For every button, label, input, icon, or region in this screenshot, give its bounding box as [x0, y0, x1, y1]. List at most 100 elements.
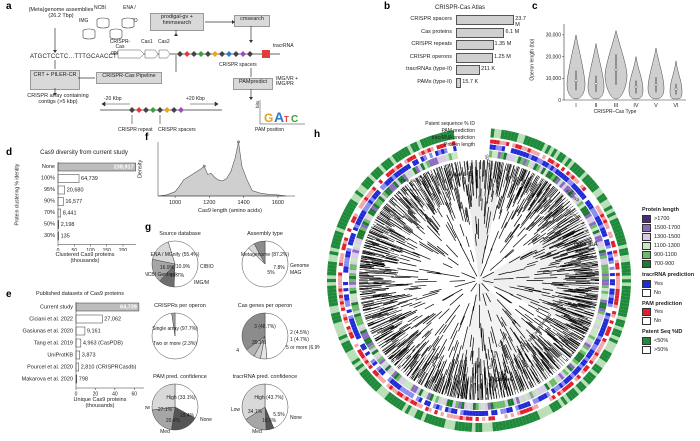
ring-tracrrna: [378, 367, 384, 374]
ring-patent: [332, 237, 342, 243]
tree-branch: [507, 183, 513, 198]
tree-branch: [575, 237, 592, 245]
ring-tracrrna: [359, 212, 366, 218]
panel-g-pie-label: 16.9%: [160, 265, 175, 271]
panel-e-value: 64,739: [120, 305, 137, 311]
ring-pam: [383, 380, 389, 386]
tree-branch: [395, 275, 419, 278]
tree-leaf: [528, 176, 541, 196]
ring-protein-length: [570, 360, 578, 368]
panel-b-bar-value: 15.7 K: [462, 78, 479, 85]
tree-branch: [548, 238, 569, 249]
ring-protein-length: [382, 362, 390, 370]
ring-pam: [388, 385, 394, 391]
tree-leaf: [565, 277, 600, 279]
ring-pam: [373, 183, 379, 189]
ring-tracrrna: [349, 320, 356, 326]
tree-branch: [538, 298, 558, 306]
tree-branch: [391, 276, 411, 279]
tree-leaf: [366, 239, 403, 253]
tree-branch: [552, 282, 574, 284]
ring-pam: [400, 160, 406, 166]
ring-patent: [498, 421, 504, 431]
ring-pam: [615, 282, 620, 286]
tree-branch: [383, 272, 397, 275]
tree-leaf: [541, 201, 570, 226]
ring-tracrrna: [420, 156, 425, 162]
tree-branch: [463, 160, 466, 172]
tree-branch: [509, 286, 533, 293]
ring-pam: [530, 149, 535, 155]
ring-protein-length: [412, 385, 419, 394]
tree-branch: [552, 209, 572, 224]
tree-branch: [577, 317, 592, 324]
tree-leaf: [359, 266, 399, 272]
ring-tracrrna: [566, 178, 572, 185]
panel-g-pie-label: Low: [231, 407, 241, 413]
database-cylinders: [82, 17, 135, 40]
ring-protein-length: [565, 187, 573, 195]
ring-pam: [584, 364, 590, 370]
ring-patent: [519, 134, 526, 144]
tree-branch: [385, 284, 409, 287]
panel-g-pie-label: Genome: [290, 263, 309, 269]
ring-pam: [598, 210, 604, 216]
tree-branch: [457, 393, 459, 399]
ring-protein-length: [497, 151, 502, 159]
ring-tracrrna: [568, 180, 575, 187]
tree-branch: [429, 217, 440, 230]
ring-tracrrna: [519, 150, 524, 157]
legend-swatch: [642, 279, 651, 288]
tree-branch: [537, 307, 549, 314]
tree-branch: [364, 313, 377, 319]
ring-tracrrna: [478, 411, 482, 417]
tree-branch: [413, 373, 420, 381]
tree-branch: [407, 212, 418, 222]
tree-branch: [465, 207, 468, 218]
ring-patent: [524, 414, 531, 425]
ring-tracrrna: [514, 405, 520, 411]
ring-tracrrna: [605, 312, 611, 317]
ring-tracrrna: [595, 338, 601, 343]
tree-leaf: [369, 318, 392, 330]
tree-branch: [505, 344, 514, 364]
ring-protein-length: [439, 155, 445, 163]
tree-branch: [374, 336, 380, 340]
ring-pam: [551, 394, 557, 400]
ring-pam: [613, 253, 618, 258]
tree-branch: [382, 339, 400, 352]
tree-leaf: [581, 252, 596, 257]
tree-branch: [390, 312, 408, 321]
tree-branch: [523, 233, 539, 246]
tree-branch: [400, 254, 422, 262]
tree-branch: [525, 214, 540, 231]
panel-g-pie-label: 3 (48.7%): [254, 324, 276, 330]
ring-label-tracr: tracrRNA prediction: [431, 135, 475, 141]
tree-branch: [528, 381, 533, 388]
ring-tracrrna: [350, 232, 357, 238]
ring-tracrrna: [491, 410, 495, 416]
ring-tracrrna: [584, 199, 591, 206]
tree-branch: [459, 161, 462, 173]
ring-protein-length: [366, 212, 374, 219]
tree-branch: [374, 262, 385, 265]
panel-e-category: UniProtKB: [47, 353, 73, 359]
tree-branch: [359, 273, 369, 275]
ring-tracrrna: [371, 194, 378, 200]
ring-protein-length: [422, 161, 429, 170]
ring-patent: [617, 312, 628, 318]
tree-branch: [471, 337, 475, 358]
tree-branch: [449, 280, 466, 282]
ring-tracrrna: [595, 218, 602, 224]
tree-branch: [546, 353, 556, 363]
tree-leaf: [503, 164, 513, 192]
ring-protein-length: [374, 353, 383, 361]
tree-leaf: [371, 226, 398, 240]
ring-tracrrna: [369, 196, 376, 203]
tree-branch: [545, 317, 565, 329]
ring-tracrrna: [401, 387, 407, 394]
tree-leaf: [502, 163, 510, 188]
tree-leaf: [418, 355, 436, 385]
ring-pam: [462, 416, 467, 421]
